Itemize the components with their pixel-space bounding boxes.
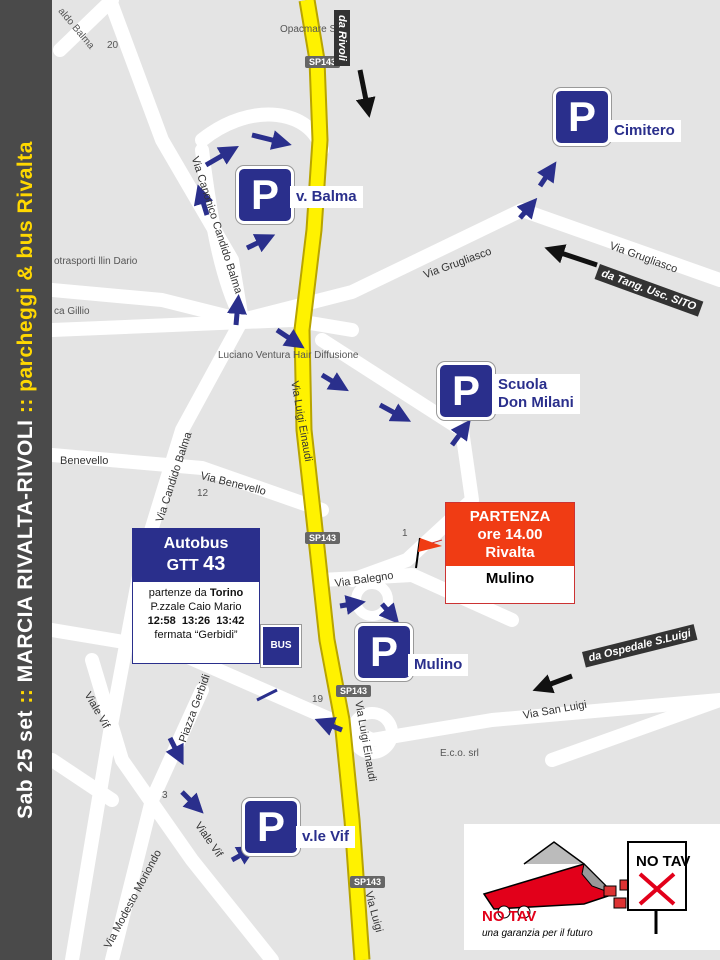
start-place: Mulino [485,570,535,587]
notav-title: NO TAV [482,908,537,925]
side-banner: Sab 25 set :: MARCIA RIVALTA-RIVOLI :: p… [0,0,52,960]
notav-logo: NO TAV NO TAV una garanzia per il futuro [464,824,720,950]
road-label: Benevello [60,455,109,467]
place-label: Luciano Ventura Hair Diffusione [218,350,359,361]
parking-icon-scuola[interactable]: P [437,362,495,420]
map-roads [52,0,720,960]
road-benevello [52,448,329,517]
street-number: 12 [197,488,209,499]
street-number: 1 [402,528,408,539]
road-viale-vif [85,653,279,960]
road-balma-top [53,0,119,57]
place-label: ca Gillio [54,306,90,317]
road-shield: SP143 [305,56,341,68]
place-label: otrasporti llin Dario [54,256,138,267]
road-san-luigi [365,693,720,747]
parking-label-mulino: Mulino [408,654,469,676]
road-grugliasco [52,203,720,327]
parking-label-vif: v.le Vif [296,826,355,848]
street-map[interactable]: aldo Balma 20 Opacmare SPA otrasporti ll… [52,0,720,960]
parking-icon-cimitero[interactable]: P [553,88,611,146]
parking-label-cimitero: Cimitero [608,120,681,142]
bus-info-box[interactable]: Autobus GTT 43 partenze da Torino P.zzal… [132,528,260,664]
start-time-banner: PARTENZA ore 14.00 Rivalta [446,503,574,566]
parking-icon-balma[interactable]: P [236,166,294,224]
parking-icon-mulino[interactable]: P [355,623,413,681]
direction-arrows [355,69,598,694]
road-shield: SP143 [305,532,341,544]
event-title: Sab 25 set :: MARCIA RIVALTA-RIVOLI :: p… [14,141,37,819]
road-shield: SP143 [350,876,386,888]
parking-label-balma: v. Balma [290,186,363,208]
direction-label-rivoli: da Rivoli [334,10,350,66]
highway-sp143 [295,0,369,960]
street-number: 3 [162,790,168,801]
notav-sign-text: NO TAV [636,853,690,870]
bus-title: Autobus GTT 43 [133,529,259,582]
parking-icon-vif[interactable]: P [242,798,300,856]
bus-stop-sign[interactable]: BUS [261,625,301,667]
start-flag [415,537,443,569]
road-shield: SP143 [336,685,372,697]
road-gerbidi [105,683,209,960]
street-number: 19 [312,694,324,705]
place-label: E.c.o. srl [440,748,479,759]
road-don-milani [315,333,479,587]
start-point-box[interactable]: PARTENZA ore 14.00 Rivalta Mulino [445,502,575,604]
notav-illustration: NO TAV [482,841,690,934]
route-arrows [165,130,557,865]
street-number: 20 [107,40,119,51]
notav-subtitle: una garanzia per il futuro [482,928,593,939]
bus-timetable: partenze da Torino P.zzale Caio Mario 12… [147,587,245,641]
place-label: Opacmare SPA [280,24,349,35]
